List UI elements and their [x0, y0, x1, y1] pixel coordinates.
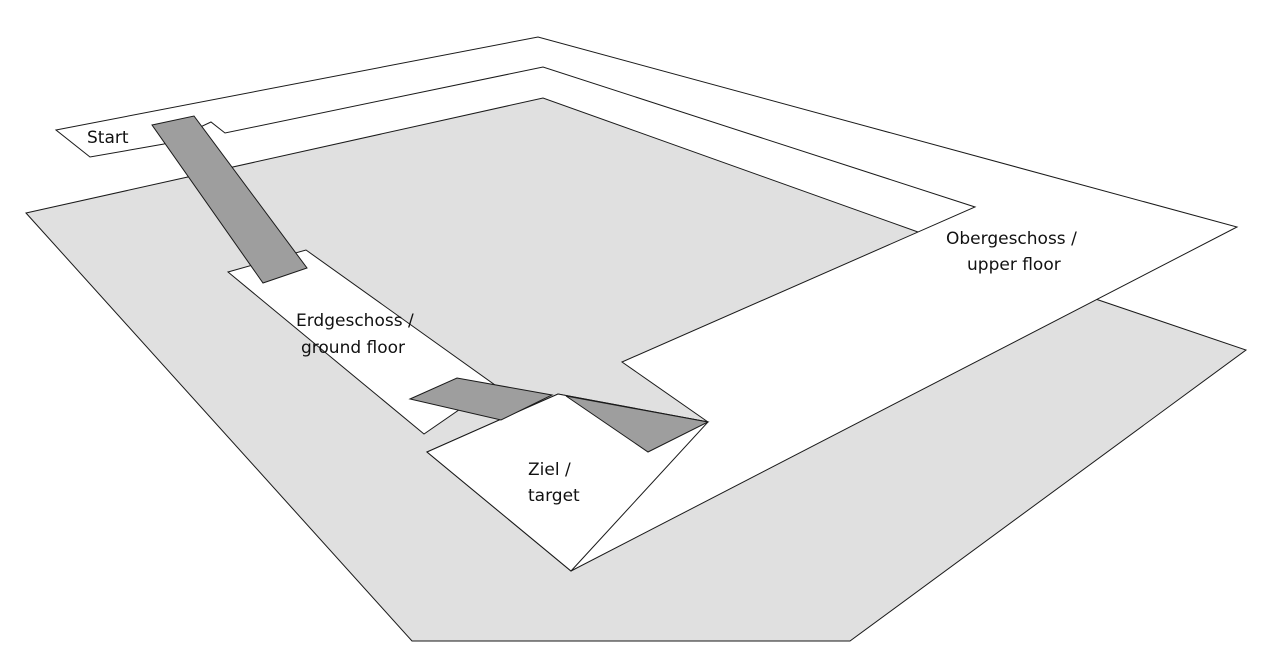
- upper-floor-label-line2: upper floor: [967, 255, 1061, 275]
- ramp-ground-left: [408, 377, 554, 421]
- ramp-ground-right: [565, 395, 710, 453]
- ramp-start-to-ground: [151, 115, 308, 284]
- upper-floor-label-line1: Obergeschoss /: [946, 229, 1077, 249]
- start-label: Start: [87, 128, 129, 148]
- target-label-line2: target: [528, 486, 580, 506]
- target-label-line1: Ziel /: [528, 460, 571, 480]
- ground-floor-label-line1: Erdgeschoss /: [296, 311, 414, 331]
- ground-floor-label-line2: ground floor: [301, 338, 405, 358]
